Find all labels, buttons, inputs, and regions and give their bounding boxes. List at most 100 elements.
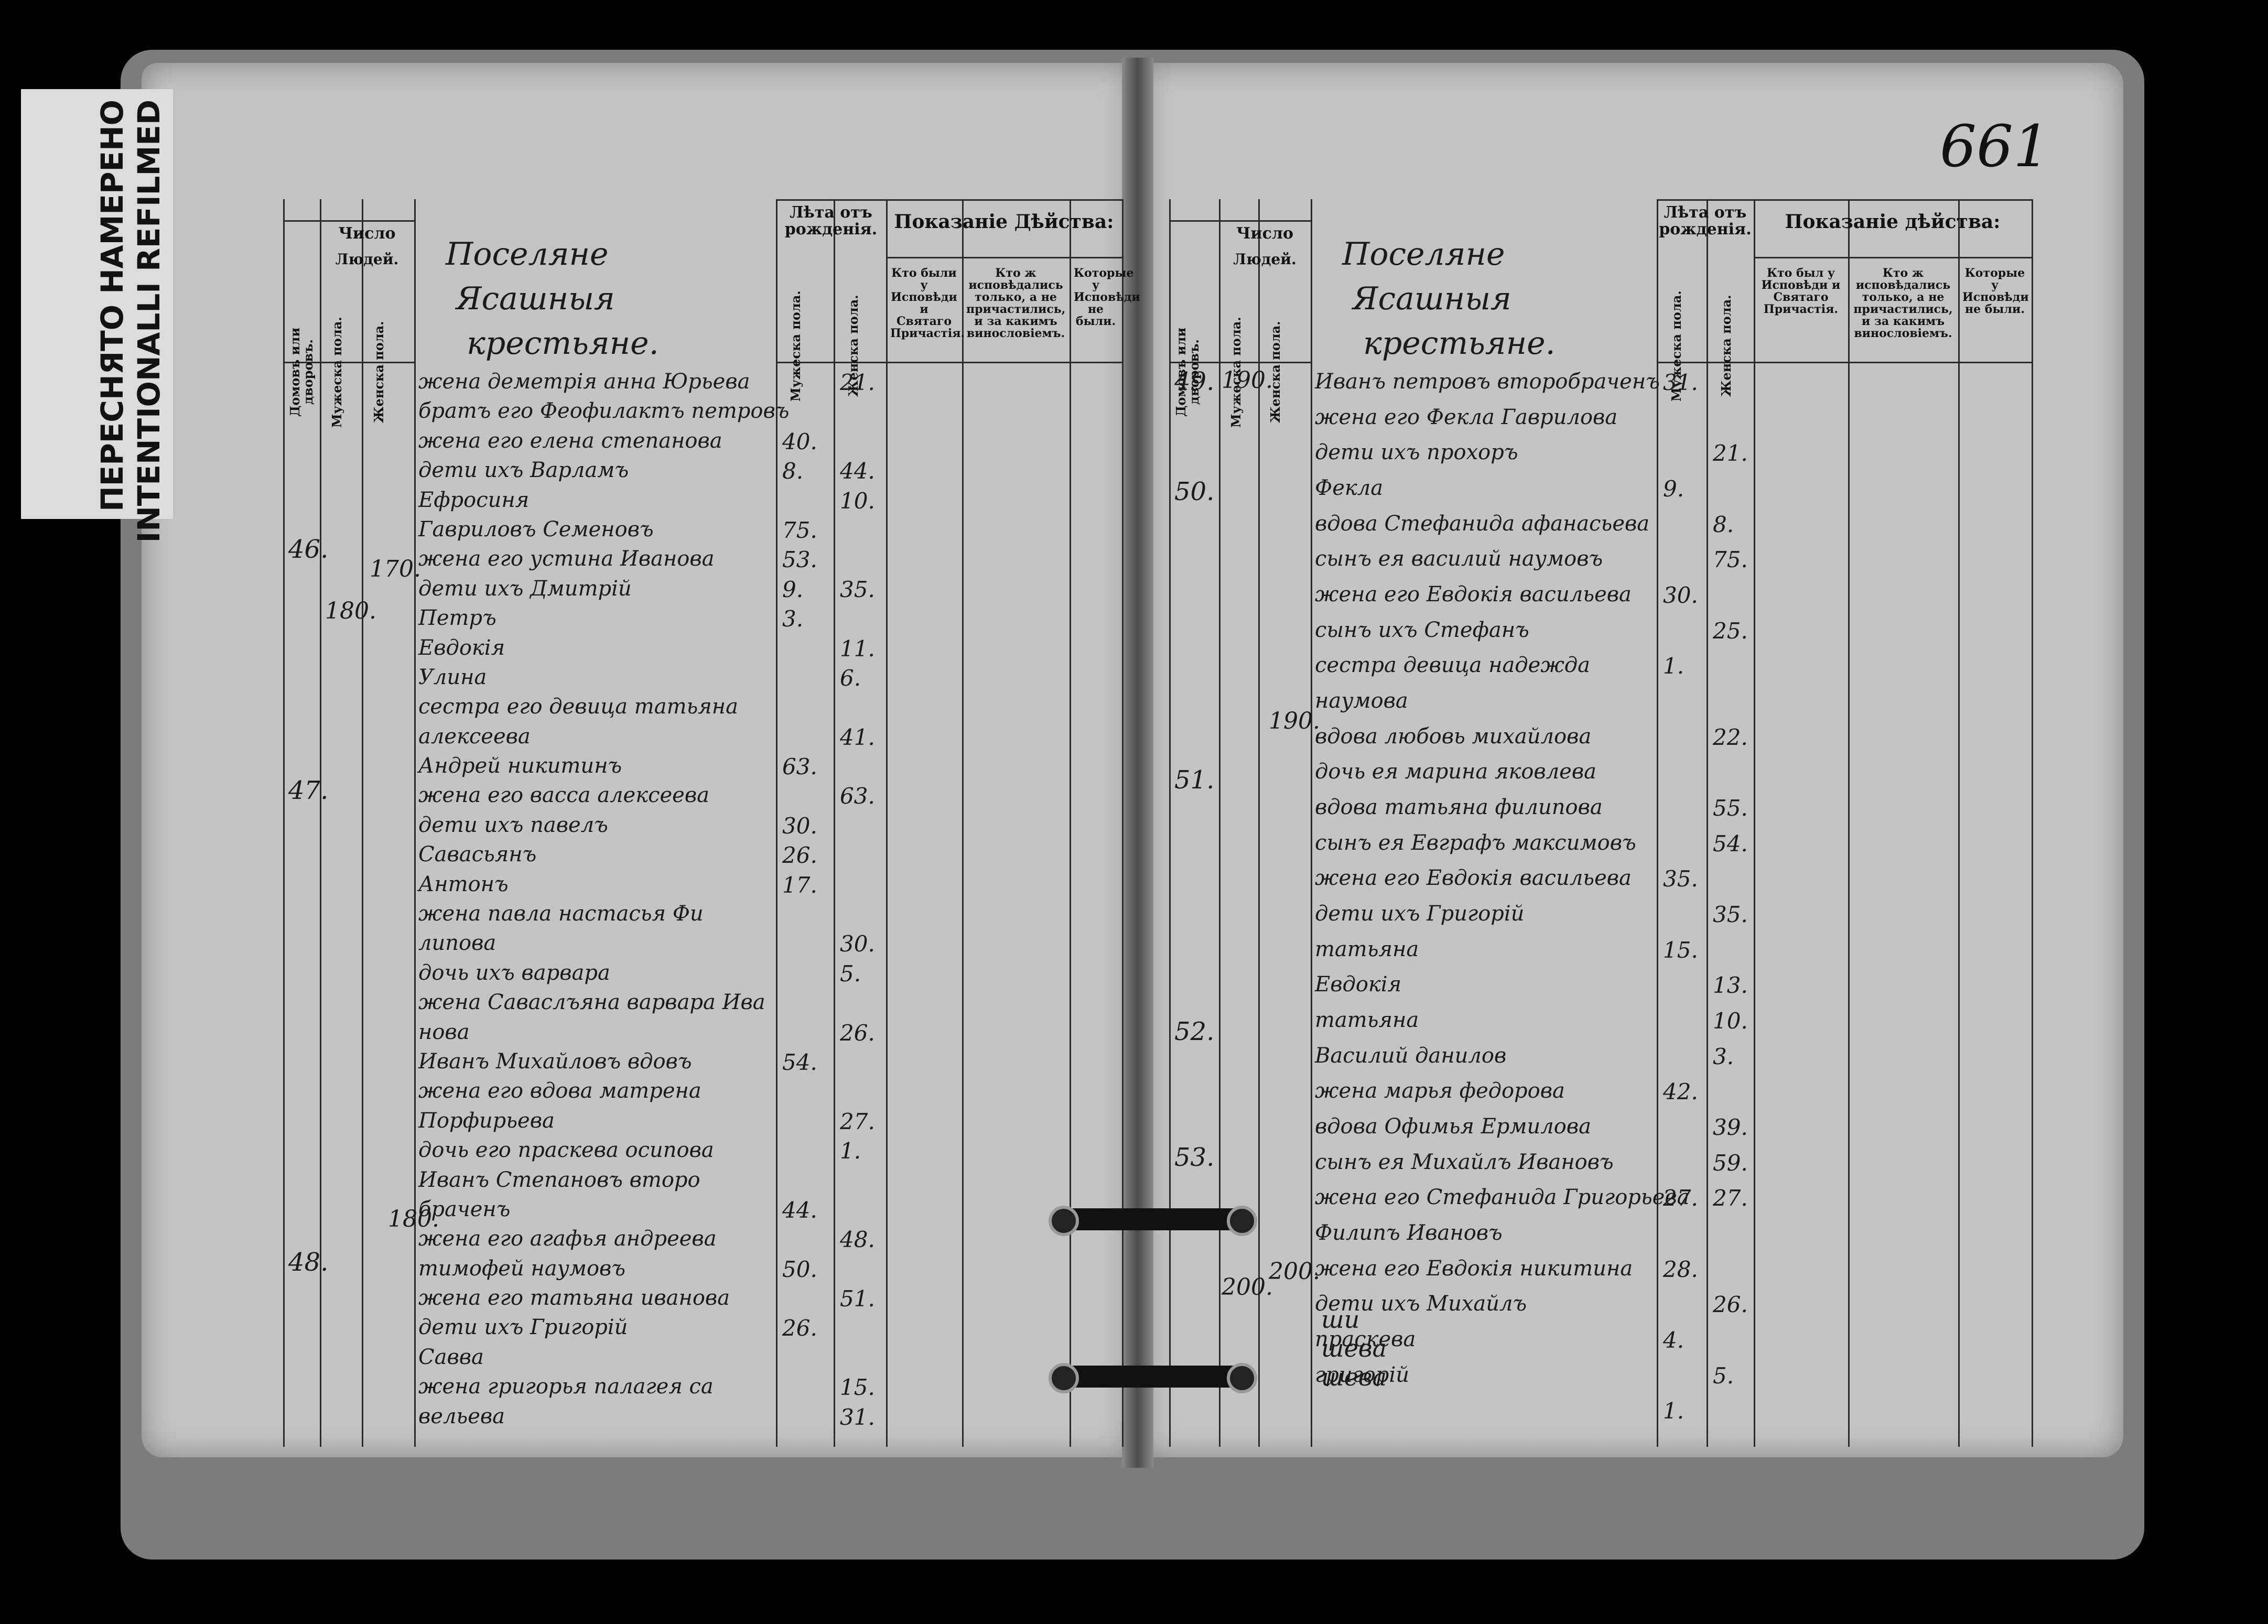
right-page xyxy=(1143,63,2123,1457)
column-rule xyxy=(1958,199,1960,1447)
header-leta-z: Женска пола. xyxy=(1719,295,1734,397)
header-lyudey: Людей. xyxy=(335,251,399,268)
entry-name: жена его агафья андреева xyxy=(418,1227,717,1251)
entry-name: Филипъ Ивановъ xyxy=(1315,1221,1503,1245)
entry-name: жена его Евдокія васильева xyxy=(1315,866,1632,891)
entry-age-female: 13. xyxy=(1713,972,1748,999)
entry-name: Иванъ петровъ второбраченъ xyxy=(1315,370,1660,394)
entry-name: жена его Стефанида Григорьева xyxy=(1315,1185,1690,1210)
entry-age-male: 27. xyxy=(1663,1185,1698,1211)
entry-name: жена его Фекла Гаврилова xyxy=(1315,405,1618,429)
entry-name: татьяна xyxy=(1315,1008,1419,1032)
house-number: 49. xyxy=(1174,367,1215,396)
column-rule xyxy=(362,199,363,1447)
entry-name: Василий данилов xyxy=(1315,1043,1507,1068)
margin-mark: шева xyxy=(1321,1363,1387,1391)
entry-age-female: 15. xyxy=(840,1374,875,1401)
entry-name: жена его устина Иванова xyxy=(418,547,715,571)
house-number: 46. xyxy=(288,535,329,564)
entry-age-female: 27. xyxy=(1713,1185,1748,1211)
entry-age-male: 28. xyxy=(1663,1256,1698,1282)
entry-name: Фекла xyxy=(1315,476,1384,500)
entry-age-female: 1. xyxy=(840,1138,861,1164)
entry-name: жена деметрія анна Юрьева xyxy=(418,370,750,394)
entry-name: Петръ xyxy=(418,606,496,631)
entry-name: Гавриловъ Семеновъ xyxy=(418,517,654,542)
column-rule xyxy=(414,199,416,1447)
header-leta: Лѣта отъ рожденія. xyxy=(784,203,878,239)
header-rule xyxy=(776,362,1122,363)
header-pokazanie: Показаніе дѣйства: xyxy=(1785,211,2001,233)
entry-name: Савва xyxy=(418,1345,484,1369)
left-page xyxy=(142,63,1132,1457)
entry-name: дочь ихъ варвара xyxy=(418,960,610,985)
entry-name: браченъ xyxy=(418,1197,511,1221)
entry-name: сестра девица надежда xyxy=(1315,653,1590,678)
entry-name: жена его татьяна иванова xyxy=(418,1286,730,1311)
entry-age-male: 31. xyxy=(1663,370,1698,395)
header-domov: Домовъ или дворовъ. xyxy=(287,327,316,417)
header-rule xyxy=(1754,257,2032,258)
entry-age-male: 26. xyxy=(782,1315,817,1341)
column-rule xyxy=(962,199,964,1447)
entry-age-female: 59. xyxy=(1713,1150,1748,1176)
entry-age-female: 75. xyxy=(1713,547,1748,573)
stamp-line-ru: ПЕРЕСНЯТО НАМЕРЕНО xyxy=(94,100,130,512)
header-col2: Кто ж исповѣдались только, а не причасти… xyxy=(966,266,1066,341)
entry-age-female: 35. xyxy=(1713,902,1748,927)
entry-age-female: 5. xyxy=(1713,1362,1734,1389)
refilmed-stamp: ПЕРЕСНЯТО НАМЕРЕНО INTENTIONALLI REFILME… xyxy=(21,89,173,543)
margin-mark: ши xyxy=(1321,1305,1360,1334)
header-leta-m: Мужеска пола. xyxy=(788,290,803,402)
header-rule xyxy=(776,199,1122,201)
column-rule xyxy=(1848,199,1850,1447)
entry-name: сынъ ея василий наумовъ xyxy=(1315,547,1603,571)
house-number: 48. xyxy=(288,1248,329,1277)
header-col1: Кто были у Исповѣди и Святаго Причастія. xyxy=(890,266,965,341)
binding-hole xyxy=(1227,1206,1257,1236)
header-lyudey: Людей. xyxy=(1233,251,1297,268)
book-gutter xyxy=(1122,58,1153,1468)
people-count: 190. xyxy=(1269,708,1320,734)
entry-name: сестра его девица татьяна xyxy=(418,695,738,719)
header-rule xyxy=(283,362,414,363)
entry-name: дети ихъ Григорій xyxy=(1315,902,1525,926)
people-count: 180. xyxy=(325,598,376,624)
entry-name: Порфирьева xyxy=(418,1108,555,1133)
column-rule xyxy=(886,199,888,1447)
entry-age-male: 8. xyxy=(782,458,804,484)
binding-hole xyxy=(1049,1206,1079,1236)
entry-age-female: 21. xyxy=(1713,440,1748,467)
column-rule xyxy=(1657,199,1658,1447)
entry-name: жена его елена степанова xyxy=(418,428,722,453)
entry-age-male: 3. xyxy=(782,606,804,632)
entry-name: жена его вдова матрена xyxy=(418,1079,701,1103)
header-rule xyxy=(1169,220,1311,222)
binding-hole xyxy=(1227,1363,1257,1393)
header-pokazanie: Показаніе Дѣйства: xyxy=(894,211,1114,233)
entry-age-male: 30. xyxy=(782,813,817,839)
entry-age-female: 51. xyxy=(840,1286,875,1312)
entry-age-female: 10. xyxy=(840,488,875,514)
people-count: 190. xyxy=(1222,367,1273,394)
entry-age-male: 42. xyxy=(1663,1079,1698,1105)
binding-hole xyxy=(1049,1363,1079,1393)
house-number: 50. xyxy=(1174,477,1215,506)
entry-age-female: 5. xyxy=(840,960,861,987)
column-rule xyxy=(283,199,285,1447)
entry-age-male: 1. xyxy=(1663,653,1684,679)
column-rule xyxy=(2032,199,2033,1447)
entry-name: вдова Офимья Ермилова xyxy=(1315,1114,1591,1139)
column-rule xyxy=(1311,199,1312,1447)
house-number: 47. xyxy=(288,776,329,805)
entry-age-female: 26. xyxy=(1713,1292,1748,1318)
entry-age-male: 53. xyxy=(782,547,817,573)
header-col3: Которые у Исповѣди не были. xyxy=(1074,266,1140,329)
header-rule xyxy=(283,220,414,222)
entry-name: дети ихъ Варламъ xyxy=(418,458,629,483)
page-title-line: Ясашныя xyxy=(456,280,615,317)
entry-name: сынъ ея Евграфъ максимовъ xyxy=(1315,830,1636,855)
page-title-line: Ясашныя xyxy=(1353,280,1511,317)
header-rule xyxy=(1657,199,2032,201)
entry-age-female: 10. xyxy=(1713,1008,1748,1034)
